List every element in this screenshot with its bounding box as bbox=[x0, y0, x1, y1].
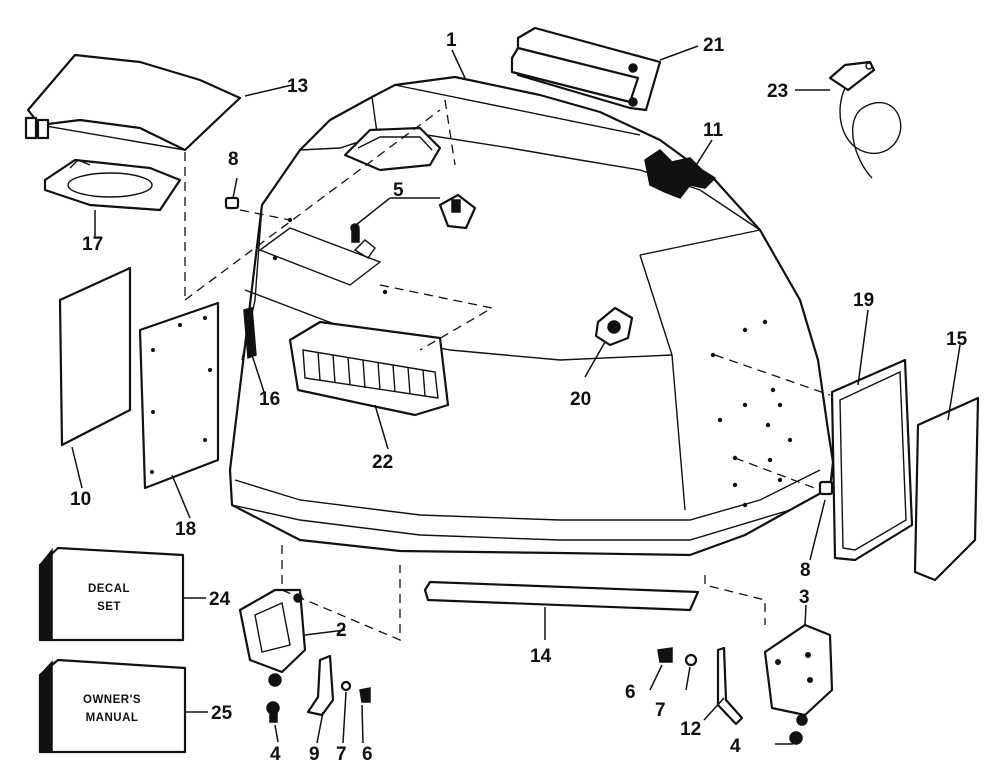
intake-seal bbox=[43, 158, 182, 212]
trim-strip bbox=[423, 580, 700, 612]
hinge-bracket-left bbox=[238, 588, 307, 687]
callout-7a: 7 bbox=[655, 700, 666, 721]
latch-clip bbox=[243, 307, 257, 360]
decal-set-line1: DECAL bbox=[88, 583, 130, 595]
callout-22: 22 bbox=[372, 452, 393, 473]
callout-labels: 1 2 3 4 4 5 6 6 7 7 8 8 9 10 11 12 13 14… bbox=[70, 30, 968, 765]
screw-8-left bbox=[224, 196, 240, 210]
callout-9: 9 bbox=[309, 744, 320, 765]
callout-6b: 6 bbox=[362, 744, 373, 765]
side-decal-right bbox=[913, 396, 980, 582]
decal-set-box: DECAL SET bbox=[38, 546, 185, 642]
cover-mounting-holes bbox=[272, 217, 793, 508]
callout-8b: 8 bbox=[800, 560, 811, 581]
side-panel bbox=[138, 301, 220, 490]
fasteners bbox=[266, 647, 803, 745]
callout-19: 19 bbox=[853, 290, 874, 311]
callout-13: 13 bbox=[287, 76, 308, 97]
callout-4b: 4 bbox=[730, 736, 741, 757]
callout-8a: 8 bbox=[228, 149, 239, 170]
side-decal-left bbox=[58, 266, 132, 447]
lever-arm bbox=[306, 654, 335, 717]
cable-assembly bbox=[828, 60, 902, 179]
callout-16: 16 bbox=[259, 389, 280, 410]
hinge-bracket-right bbox=[763, 623, 834, 726]
callout-14: 14 bbox=[530, 646, 552, 667]
callout-1: 1 bbox=[446, 30, 457, 51]
callout-10: 10 bbox=[70, 489, 91, 510]
callout-11: 11 bbox=[703, 120, 724, 141]
callout-24: 24 bbox=[209, 589, 231, 610]
callout-25: 25 bbox=[211, 703, 233, 724]
callout-12: 12 bbox=[680, 719, 701, 740]
callout-17: 17 bbox=[82, 234, 103, 255]
callout-5: 5 bbox=[393, 180, 404, 201]
vent-grille bbox=[288, 320, 450, 417]
window-frame bbox=[830, 358, 914, 562]
callout-21: 21 bbox=[703, 35, 725, 56]
owners-manual-line2: MANUAL bbox=[86, 712, 139, 724]
callout-18: 18 bbox=[175, 519, 196, 540]
leader-lines bbox=[71, 45, 961, 745]
support-arm bbox=[716, 646, 744, 726]
callout-20: 20 bbox=[570, 389, 591, 410]
bracket-with-screw bbox=[350, 193, 477, 243]
decal-set-line2: SET bbox=[97, 601, 121, 613]
grommet bbox=[594, 306, 634, 347]
callout-4a: 4 bbox=[270, 744, 281, 765]
callout-23: 23 bbox=[767, 81, 788, 102]
intake-cover-lid bbox=[24, 53, 242, 152]
engine-cover bbox=[228, 75, 835, 557]
owners-manual-line1: OWNER'S bbox=[83, 694, 141, 706]
callout-15: 15 bbox=[946, 329, 968, 350]
callout-3: 3 bbox=[799, 587, 810, 608]
callout-7b: 7 bbox=[336, 744, 347, 765]
owners-manual-box: OWNER'S MANUAL bbox=[38, 658, 187, 754]
assembly-lines bbox=[184, 99, 831, 641]
callout-2: 2 bbox=[336, 620, 347, 641]
rear-vent-box bbox=[510, 26, 662, 112]
screw-8-right bbox=[818, 480, 834, 496]
callout-6a: 6 bbox=[625, 682, 636, 703]
